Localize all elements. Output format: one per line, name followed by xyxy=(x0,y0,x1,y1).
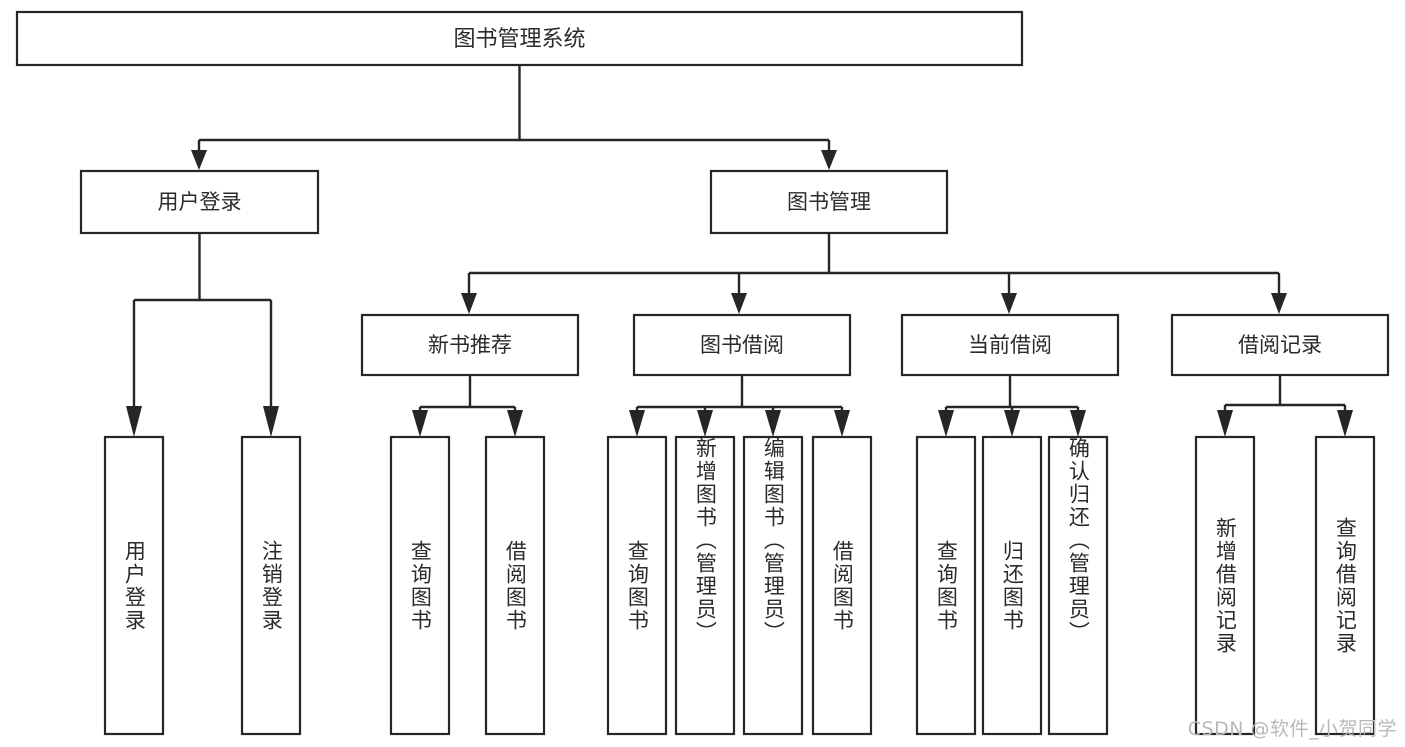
arrow-head-current-borrow-leaf-0 xyxy=(938,410,954,437)
node-box-leaf-current-borrow-2[interactable] xyxy=(1047,435,1109,736)
node-box-leaf-current-borrow-1[interactable] xyxy=(981,435,1043,736)
node-box-root[interactable] xyxy=(15,10,1024,67)
node-box-borrow-record[interactable] xyxy=(1170,313,1390,377)
node-box-new-book-recommend[interactable] xyxy=(360,313,580,377)
node-label-user-login: 用户登录 xyxy=(158,190,242,214)
arrow-head-new-book-leaf-0 xyxy=(412,410,428,437)
arrow-head-new-book-leaf-1 xyxy=(507,410,523,437)
arrow-head-borrow-record-leaf-1 xyxy=(1337,410,1353,437)
arrow-head-level3-3 xyxy=(1271,293,1287,314)
arrow-head-current-borrow-leaf-2 xyxy=(1070,410,1086,437)
node-box-leaf-user-login-0[interactable] xyxy=(103,435,165,736)
node-box-leaf-book-borrow-2[interactable] xyxy=(742,435,804,736)
arrow-head-user-login-leaf-1 xyxy=(263,406,279,437)
watermark-text: CSDN @软件_小贺同学 xyxy=(1187,718,1397,740)
arrow-head-level3-2 xyxy=(1001,293,1017,314)
arrow-head-book-mgmt xyxy=(821,150,837,170)
node-box-book-management[interactable] xyxy=(709,169,949,235)
arrow-head-level3-0 xyxy=(461,293,477,314)
arrow-head-level3-1 xyxy=(731,293,747,314)
node-label-root: 图书管理系统 xyxy=(453,27,585,52)
node-box-book-borrow[interactable] xyxy=(632,313,852,377)
arrow-head-user-login xyxy=(191,150,207,170)
arrow-head-book-borrow-leaf-2 xyxy=(765,410,781,437)
node-box-leaf-new-book-1[interactable] xyxy=(484,435,546,736)
node-box-leaf-current-borrow-0[interactable] xyxy=(915,435,977,736)
arrow-head-book-borrow-leaf-3 xyxy=(834,410,850,437)
node-label-new-book-recommend: 新书推荐 xyxy=(428,333,512,357)
node-box-current-borrow[interactable] xyxy=(900,313,1120,377)
node-box-leaf-book-borrow-1[interactable] xyxy=(674,435,736,736)
arrow-head-book-borrow-leaf-0 xyxy=(629,410,645,437)
arrow-head-borrow-record-leaf-0 xyxy=(1217,410,1233,437)
node-label-book-borrow: 图书借阅 xyxy=(700,333,784,357)
node-box-leaf-book-borrow-3[interactable] xyxy=(811,435,873,736)
node-box-leaf-borrow-record-0[interactable] xyxy=(1194,435,1256,736)
arrow-head-user-login-leaf-0 xyxy=(126,406,142,437)
arrow-head-current-borrow-leaf-1 xyxy=(1004,410,1020,437)
node-box-leaf-user-login-1[interactable] xyxy=(240,435,302,736)
node-box-leaf-book-borrow-0[interactable] xyxy=(606,435,668,736)
arrow-head-book-borrow-leaf-1 xyxy=(697,410,713,437)
node-box-leaf-new-book-0[interactable] xyxy=(389,435,451,736)
node-box-leaf-borrow-record-1[interactable] xyxy=(1314,435,1376,736)
node-label-book-management: 图书管理 xyxy=(787,190,871,214)
node-label-borrow-record: 借阅记录 xyxy=(1238,333,1322,357)
node-label-current-borrow: 当前借阅 xyxy=(968,333,1052,357)
